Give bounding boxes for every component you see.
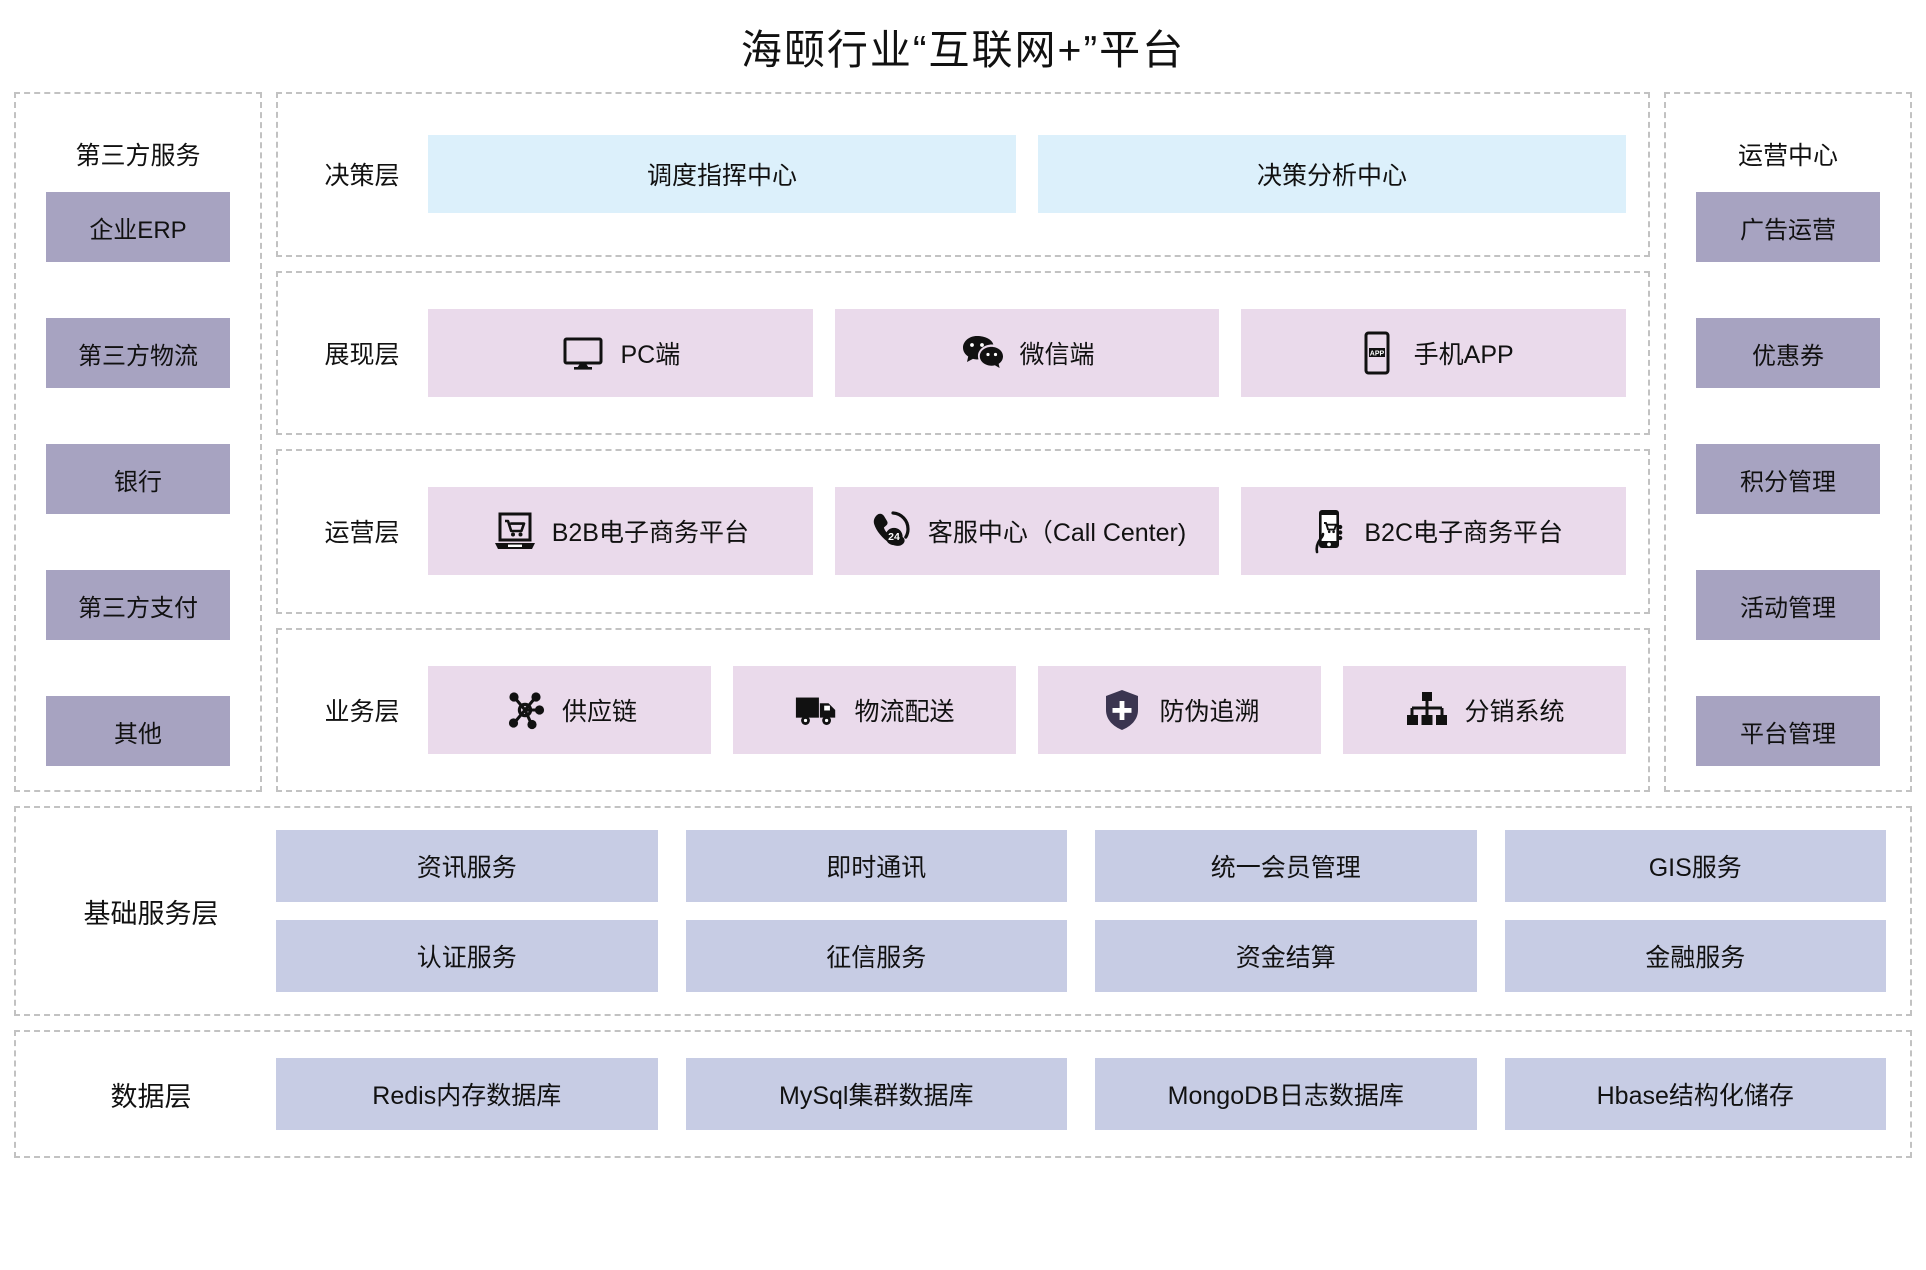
card-label: 物流配送: [854, 697, 955, 726]
monitor-icon: [560, 330, 606, 376]
card-label: PC端: [620, 340, 681, 369]
sidebar-item-third-party-logistics[interactable]: 第三方物流: [46, 318, 230, 388]
sidebar-item-enterprise-erp[interactable]: 企业ERP: [46, 192, 230, 262]
chip-redis-memory-db[interactable]: Redis内存数据库: [276, 1058, 658, 1130]
card-dispatch-command-center[interactable]: 调度指挥中心: [428, 135, 1016, 214]
card-b2c-platform[interactable]: B2C电子商务平台: [1241, 487, 1627, 576]
center-layers: 决策层 调度指挥中心 决策分析中心 展现层: [276, 92, 1650, 792]
base-service-row-2: 认证服务 征信服务 资金结算 金融服务: [276, 920, 1886, 992]
card-label: 微信端: [1019, 340, 1095, 369]
data-layer-panel: 数据层 Redis内存数据库 MySql集群数据库 MongoDB日志数据库 H…: [14, 1030, 1912, 1158]
layer-operation: 运营层 B2B电子: [276, 449, 1650, 614]
sidebar-item-points-management[interactable]: 积分管理: [1696, 444, 1880, 514]
sidebar-item-platform-management[interactable]: 平台管理: [1696, 696, 1880, 766]
sidebar-item-bank[interactable]: 银行: [46, 444, 230, 514]
card-pc-client[interactable]: PC端: [428, 308, 813, 397]
laptop-cart-icon: [492, 508, 538, 554]
sidebar-item-campaign-management[interactable]: 活动管理: [1696, 570, 1880, 640]
chip-credit-service[interactable]: 征信服务: [685, 920, 1067, 992]
chip-fund-settlement[interactable]: 资金结算: [1095, 920, 1477, 992]
card-anti-counterfeit-trace[interactable]: 防伪追溯: [1038, 665, 1321, 754]
base-service-label: 基础服务层: [83, 898, 219, 929]
layer-operation-label: 运营层: [324, 519, 400, 548]
card-label: B2B电子商务平台: [551, 519, 749, 548]
card-distribution-system[interactable]: 分销系统: [1343, 665, 1626, 754]
right-sidebar-title: 运营中心: [1737, 142, 1838, 170]
network-hub-icon: [502, 687, 548, 733]
card-decision-analysis-center[interactable]: 决策分析中心: [1038, 135, 1626, 214]
card-label: B2C电子商务平台: [1364, 519, 1563, 548]
truck-icon: [794, 687, 840, 733]
card-logistics-delivery[interactable]: 物流配送: [733, 665, 1016, 754]
right-sidebar-panel: 运营中心 广告运营 优惠券 积分管理 活动管理 平台管理: [1664, 92, 1912, 792]
sidebar-item-third-party-payment[interactable]: 第三方支付: [46, 570, 230, 640]
svg-text:APP: APP: [1369, 350, 1384, 357]
chip-instant-messaging[interactable]: 即时通讯: [685, 830, 1067, 902]
layer-business-cards: 供应链: [428, 665, 1626, 754]
layer-presentation-cards: PC端 微信端: [428, 308, 1627, 397]
chip-hbase-structured-storage[interactable]: Hbase结构化储存: [1504, 1058, 1886, 1130]
wechat-icon: [960, 330, 1006, 376]
chip-unified-member-management[interactable]: 统一会员管理: [1095, 830, 1477, 902]
top-region: 第三方服务 企业ERP 第三方物流 银行 第三方支付 其他 决策层 调度指挥中心: [14, 92, 1912, 792]
card-label: 供应链: [561, 697, 637, 726]
sidebar-item-ad-operation[interactable]: 广告运营: [1696, 192, 1880, 262]
left-sidebar-items: 企业ERP 第三方物流 银行 第三方支付 其他: [16, 192, 260, 772]
chip-gis-service[interactable]: GIS服务: [1504, 830, 1886, 902]
card-call-center[interactable]: 24 客服中心（Call Center): [834, 487, 1220, 576]
layer-presentation: 展现层 PC端: [276, 270, 1650, 435]
data-layer-row-1: Redis内存数据库 MySql集群数据库 MongoDB日志数据库 Hbase…: [276, 1058, 1886, 1130]
layer-operation-cards: B2B电子商务平台 24 客服中心（Call Center): [428, 487, 1627, 576]
svg-text:24: 24: [888, 531, 900, 543]
card-wechat-client[interactable]: 微信端: [834, 308, 1220, 397]
card-label: 手机APP: [1413, 340, 1514, 369]
card-b2b-platform[interactable]: B2B电子商务平台: [428, 487, 813, 576]
base-service-grid: 资讯服务 即时通讯 统一会员管理 GIS服务 认证服务 征信服务 资金结算 金融…: [276, 830, 1886, 992]
chip-news-service[interactable]: 资讯服务: [276, 830, 658, 902]
data-layer-grid: Redis内存数据库 MySql集群数据库 MongoDB日志数据库 Hbase…: [276, 1058, 1886, 1130]
layer-decision-cards: 调度指挥中心 决策分析中心: [428, 135, 1626, 214]
layer-decision-label: 决策层: [324, 162, 400, 191]
mobile-app-icon: APP: [1354, 330, 1400, 376]
phone-24h-icon: 24: [868, 508, 914, 554]
org-chart-icon: [1404, 687, 1450, 733]
shield-plus-icon: [1099, 687, 1145, 733]
card-label: 防伪追溯: [1159, 697, 1260, 726]
chip-mongodb-log-db[interactable]: MongoDB日志数据库: [1095, 1058, 1477, 1130]
card-supply-chain[interactable]: 供应链: [428, 665, 711, 754]
card-label: 决策分析中心: [1256, 162, 1407, 191]
chip-financial-service[interactable]: 金融服务: [1504, 920, 1886, 992]
base-service-panel: 基础服务层 资讯服务 即时通讯 统一会员管理 GIS服务 认证服务 征信服务 资…: [14, 806, 1912, 1016]
mobile-cart-icon: [1304, 508, 1350, 554]
right-sidebar-items: 广告运营 优惠券 积分管理 活动管理 平台管理: [1666, 192, 1910, 772]
card-label: 客服中心（Call Center): [927, 519, 1187, 548]
chip-mysql-cluster-db[interactable]: MySql集群数据库: [685, 1058, 1067, 1130]
sidebar-item-coupon[interactable]: 优惠券: [1696, 318, 1880, 388]
layer-presentation-label: 展现层: [324, 340, 400, 369]
card-label: 调度指挥中心: [646, 162, 797, 191]
page-title-bar: 海颐行业“互联网+”平台: [14, 0, 1912, 92]
layer-business: 业务层: [276, 627, 1650, 792]
page-title: 海颐行业“互联网+”平台: [740, 27, 1186, 73]
left-sidebar-panel: 第三方服务 企业ERP 第三方物流 银行 第三方支付 其他: [14, 92, 262, 792]
layer-business-label: 业务层: [324, 697, 400, 726]
base-service-row-1: 资讯服务 即时通讯 统一会员管理 GIS服务: [276, 830, 1886, 902]
left-sidebar-title: 第三方服务: [75, 142, 201, 170]
data-layer-label: 数据层: [110, 1081, 192, 1112]
card-mobile-app[interactable]: APP 手机APP: [1241, 308, 1627, 397]
card-label: 分销系统: [1464, 697, 1565, 726]
chip-authentication-service[interactable]: 认证服务: [276, 920, 658, 992]
sidebar-item-other[interactable]: 其他: [46, 696, 230, 766]
layer-decision: 决策层 调度指挥中心 决策分析中心: [276, 92, 1650, 257]
